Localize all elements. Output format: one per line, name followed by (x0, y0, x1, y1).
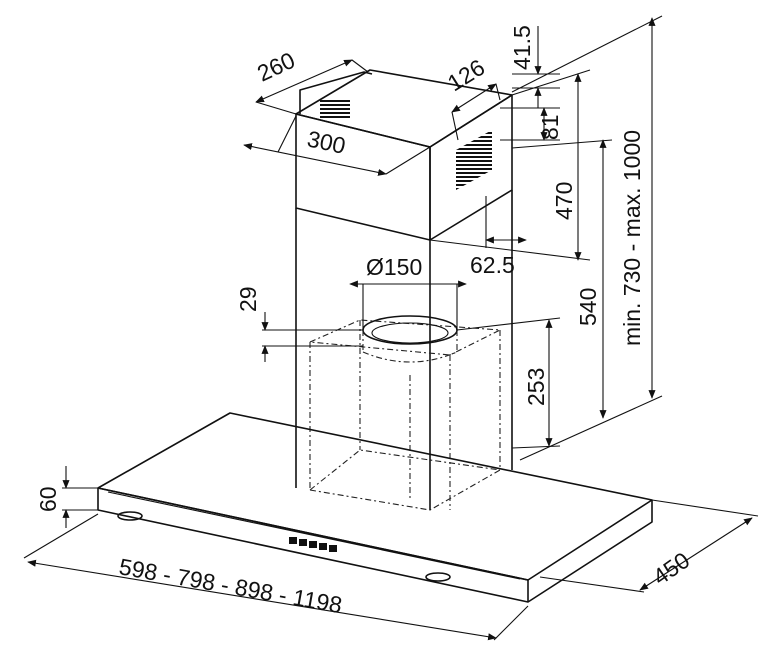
vent-slots-right (456, 130, 492, 190)
dim-81: 81 (537, 114, 563, 140)
dim-width: 598 - 798 - 898 - 1198 (117, 553, 344, 618)
dim-150: Ø150 (366, 254, 422, 280)
outlet-collar (362, 315, 458, 363)
dim-min-max: min. 730 - max. 1000 (619, 130, 645, 346)
dim-60: 60 (35, 486, 61, 512)
light-right (425, 572, 451, 582)
control-buttons (289, 537, 337, 552)
dim-29: 29 (235, 286, 261, 312)
dim-41-5: 41.5 (509, 25, 535, 70)
dimension-labels: 260 300 126 41.5 81 470 62.5 Ø150 29 540… (35, 25, 694, 618)
dim-470: 470 (551, 182, 577, 220)
upper-chimney (295, 69, 513, 241)
dim-62-5: 62.5 (470, 252, 515, 278)
motor-housing (307, 319, 503, 511)
dim-300: 300 (305, 125, 348, 158)
dim-540: 540 (575, 288, 601, 326)
dimension-lines (23, 15, 759, 641)
lower-chimney (295, 190, 513, 510)
light-left (117, 511, 143, 521)
dim-260: 260 (253, 47, 299, 87)
vent-slots-left (320, 98, 350, 118)
dim-450: 450 (648, 547, 694, 590)
dim-253: 253 (523, 368, 549, 406)
